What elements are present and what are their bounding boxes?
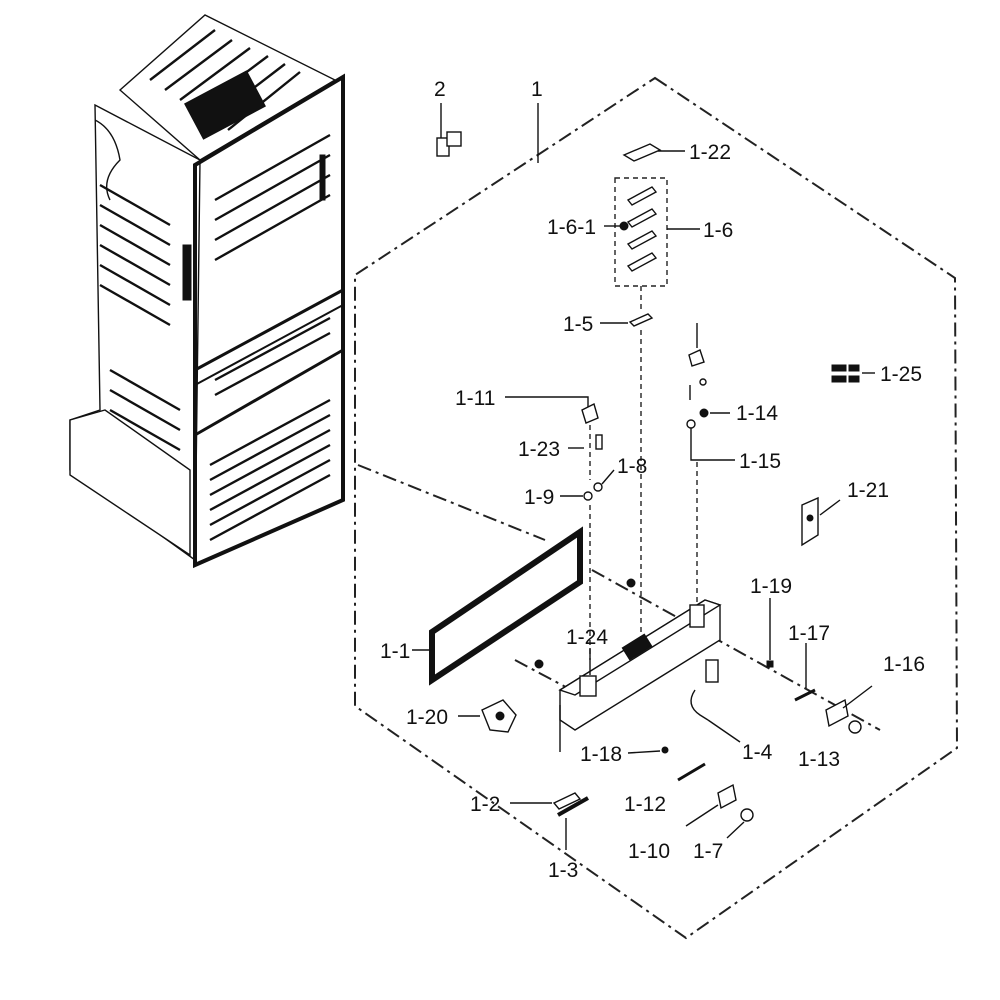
assembly-boundary xyxy=(354,76,959,940)
label-1-5: 1-5 xyxy=(563,313,593,336)
part-1-17 xyxy=(794,688,816,702)
part-1-11 xyxy=(581,402,599,424)
part-1-23 xyxy=(595,434,603,450)
label-1-6-1: 1-6-1 xyxy=(547,216,596,239)
part-1-12 xyxy=(677,762,706,782)
label-1-16: 1-16 xyxy=(883,653,925,676)
label-1-11: 1-11 xyxy=(455,387,495,410)
part-1-4 xyxy=(690,689,709,721)
label-1-4: 1-4 xyxy=(742,741,773,764)
label-1: 1 xyxy=(531,78,543,101)
part-1-3 xyxy=(557,796,589,817)
label-1-17: 1-17 xyxy=(788,622,830,645)
label-1-7: 1-7 xyxy=(693,840,723,863)
part-1-14 xyxy=(699,408,709,418)
label-1-6: 1-6 xyxy=(703,219,733,242)
part-1-20 xyxy=(481,699,517,733)
label-1-12: 1-12 xyxy=(624,793,666,816)
part-1-16 xyxy=(825,698,849,728)
label-1-25: 1-25 xyxy=(880,363,922,386)
housing-assembly xyxy=(558,599,722,731)
label-1-23: 1-23 xyxy=(518,438,560,461)
label-1-8: 1-8 xyxy=(617,455,647,478)
label-1-10: 1-10 xyxy=(628,840,670,863)
part-1-24 xyxy=(626,578,636,588)
part-1-25 xyxy=(831,364,860,383)
part-1-19 xyxy=(766,660,774,668)
part-1-6 xyxy=(626,186,658,272)
part-1-15 xyxy=(686,419,696,429)
part-1-8 xyxy=(593,482,603,492)
label-1-24: 1-24 xyxy=(566,626,608,649)
part-1-22 xyxy=(622,143,662,162)
label-1-14: 1-14 xyxy=(736,402,778,425)
part-1-7 xyxy=(740,808,754,822)
label-1-9: 1-9 xyxy=(524,486,554,509)
label-1-1: 1-1 xyxy=(380,640,410,663)
label-1-21: 1-21 xyxy=(847,479,889,502)
part-1-9 xyxy=(583,491,593,501)
label-1-20: 1-20 xyxy=(406,706,448,729)
label-1-15: 1-15 xyxy=(739,450,781,473)
part-1-21 xyxy=(801,496,841,547)
part-1-2 xyxy=(552,792,582,810)
part-1-6-1 xyxy=(619,221,629,231)
part-1-5 xyxy=(628,313,654,327)
part-1-18 xyxy=(661,746,669,754)
label-1-22: 1-22 xyxy=(689,141,731,164)
label-1-13: 1-13 xyxy=(798,748,840,771)
part-labels: 2 1 1-22 1-6-1 1-6 1-5 1-25 1-11 1-14 1-… xyxy=(380,78,925,882)
part-1-13 xyxy=(848,720,862,734)
part-1-1 xyxy=(429,526,583,686)
label-1-2: 1-2 xyxy=(470,793,500,816)
part-2 xyxy=(436,103,462,157)
part-1-10 xyxy=(717,783,737,810)
part-1-6-group xyxy=(614,177,668,287)
refrigerator-cabinet xyxy=(69,14,345,569)
label-1-3: 1-3 xyxy=(548,859,578,882)
label-1-18: 1-18 xyxy=(580,743,622,766)
label-2: 2 xyxy=(434,78,446,101)
label-1-19: 1-19 xyxy=(750,575,792,598)
